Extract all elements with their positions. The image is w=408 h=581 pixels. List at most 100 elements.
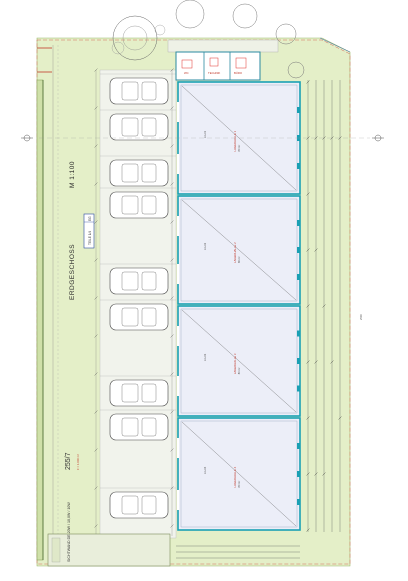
dimension-tick: [170, 144, 174, 148]
unit-code: LG-04: [203, 466, 207, 474]
tree-canopy: [111, 41, 125, 55]
dimension-tick: [306, 472, 310, 476]
car-windshield: [121, 307, 139, 327]
unit-pilaster: [297, 107, 300, 113]
dimension-tick: [94, 258, 98, 262]
scale-label: M 1:100: [69, 161, 76, 188]
unit-diagonal: [181, 199, 297, 301]
dimension-tick: [306, 80, 310, 84]
dimension-tick: [170, 448, 174, 452]
unit-area: 80 m²: [237, 367, 241, 374]
car-windshield: [121, 117, 139, 137]
car-body: [109, 303, 169, 331]
dimension-tick: [94, 486, 98, 490]
tree-canopy: [232, 3, 258, 29]
tree-canopy: [112, 15, 158, 61]
dimension-tick: [170, 182, 174, 186]
car-body: [109, 491, 169, 519]
dimension-tick: [170, 258, 174, 262]
unit-pilaster: [297, 330, 300, 337]
dimension-tick: [170, 334, 174, 338]
car-rear-window: [141, 307, 157, 327]
east-dimensions: [306, 80, 342, 532]
unit-label: LAGERHALLE 4: [233, 466, 237, 487]
tree-canopy: [175, 0, 205, 29]
unit-pilaster: [297, 499, 300, 505]
unit-area: 80 m²: [237, 481, 241, 488]
noise-wall-label: SICHTWAND DE 20W / 10,0W / 10W: [67, 502, 71, 562]
car-rear-window: [141, 271, 157, 291]
car-windshield: [121, 495, 139, 515]
car: [100, 409, 176, 441]
dimension-tick: [170, 410, 174, 414]
dimension-tick: [170, 68, 174, 72]
dimension-tick: [306, 528, 310, 532]
unit-label: LAGERHALLE 2: [233, 242, 237, 263]
legend-box: EG TEILE 1/4: [83, 213, 95, 249]
dimension-tick: [94, 182, 98, 186]
tree-canopy: [154, 24, 166, 36]
dimension-tick: [314, 248, 318, 252]
dimension-tick: [94, 448, 98, 452]
car: [100, 187, 176, 219]
dimension-tick: [94, 372, 98, 376]
noise-wall: SICHTWAND DE 20W / 10,0W / 10W: [47, 502, 171, 567]
service-room-label: BÜRO: [234, 71, 243, 75]
unit-area: 80 m²: [237, 256, 241, 263]
unit-code: LG-02: [203, 242, 207, 250]
dimension-tick: [306, 416, 310, 420]
legend-item: TEILE 1/4: [88, 231, 92, 245]
parking-cars: [100, 73, 176, 519]
dimension-tick: [338, 416, 342, 420]
unit-pilaster: [297, 220, 300, 226]
dimension-tick: [170, 296, 174, 300]
car-body: [109, 267, 169, 295]
vegetation: [111, 0, 305, 79]
access-drive: [167, 39, 279, 53]
car-rear-window: [141, 195, 157, 215]
unit-label: LAGERHALLE 3: [233, 353, 237, 374]
car-rear-window: [141, 383, 157, 403]
car: [100, 73, 176, 105]
unit-code: LG-03: [203, 353, 207, 361]
parcel-number: 255/7: [65, 452, 72, 470]
axis-markers: [21, 134, 384, 142]
car-body: [109, 379, 169, 407]
car-rear-window: [141, 117, 157, 137]
dimension-tick: [306, 248, 310, 252]
unit-pilaster: [297, 163, 300, 169]
service-block: WC TECHNIK BÜRO: [175, 51, 261, 81]
unit-label: LAGERHALLE 1: [233, 130, 237, 151]
dimension-tick: [322, 472, 326, 476]
car: [100, 299, 176, 331]
car: [100, 155, 176, 187]
dimension-tick: [170, 220, 174, 224]
service-room-label: TECHNIK: [208, 71, 220, 75]
dimension-tick: [94, 106, 98, 110]
dimension-tick: [306, 360, 310, 364]
dimension-tick: [170, 106, 174, 110]
car-rear-window: [141, 495, 157, 515]
west-green-strip: [36, 79, 44, 561]
car-windshield: [121, 195, 139, 215]
car-windshield: [121, 163, 139, 183]
unit-pilaster: [297, 358, 300, 364]
dimension-tick: [94, 144, 98, 148]
dimension-tick: [306, 304, 310, 308]
dimension-tick: [94, 220, 98, 224]
car-body: [109, 113, 169, 141]
tree-canopy: [287, 61, 305, 79]
dimension-tick: [330, 360, 334, 364]
unit-pilaster: [297, 443, 300, 449]
car-rear-window: [141, 417, 157, 437]
dimension-tick: [94, 410, 98, 414]
dimension-tick: [322, 304, 326, 308]
unit-pilaster: [297, 274, 300, 280]
dimension-tick: [170, 524, 174, 528]
dimension-tick: [94, 524, 98, 528]
unit-diagonal: [181, 309, 297, 413]
